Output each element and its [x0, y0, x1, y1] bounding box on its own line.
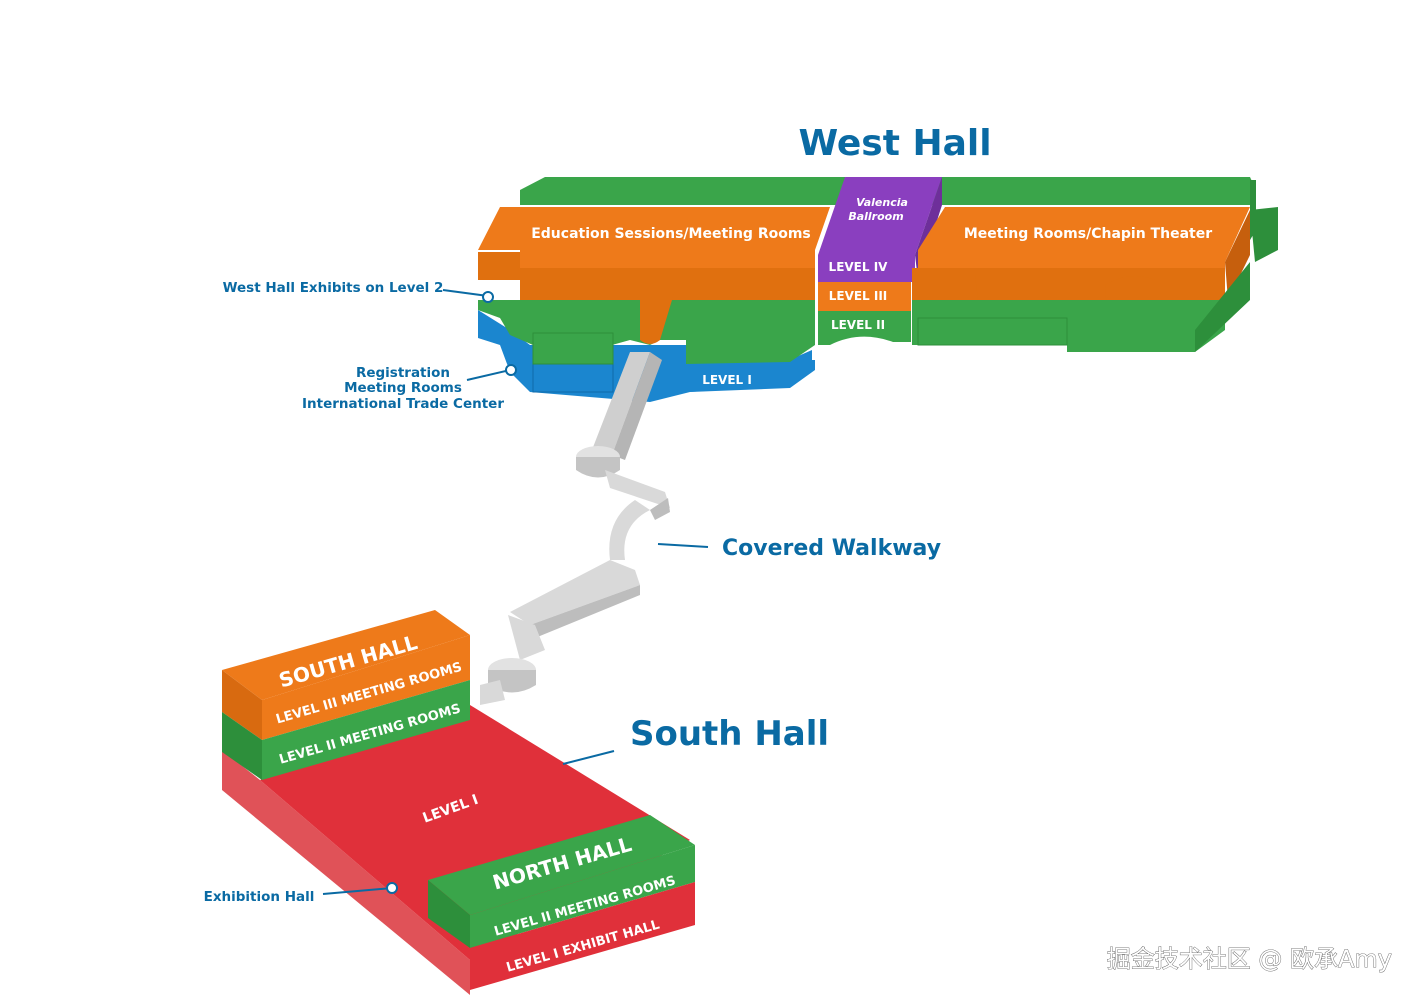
covered-walkway-label: Covered Walkway	[722, 536, 941, 561]
south-hall-leader	[562, 750, 615, 765]
south-hall-building	[222, 610, 695, 995]
covered-walkway	[480, 352, 670, 705]
level-iii-label: LEVEL III	[829, 289, 888, 303]
west-hall-exhibits-callout: West Hall Exhibits on Level 2	[223, 280, 444, 296]
meeting-rooms-chapin-label: Meeting Rooms/Chapin Theater	[964, 226, 1212, 242]
west-exhibits-leader	[442, 289, 489, 297]
trade-center-callout: International Trade Center	[302, 396, 504, 412]
level-iv-label: LEVEL IV	[829, 260, 889, 274]
meeting-rooms-callout: Meeting Rooms	[344, 380, 462, 396]
walkway-leader	[657, 543, 709, 548]
exhibition-hall-dot	[386, 882, 398, 894]
education-sessions-label: Education Sessions/Meeting Rooms	[531, 226, 811, 242]
south-hall-title: South Hall	[630, 714, 829, 754]
valencia-label-line2: Ballroom	[848, 210, 903, 223]
west-exhibits-dot	[482, 291, 494, 303]
registration-callout: Registration	[356, 365, 450, 381]
exhibition-hall-callout: Exhibition Hall	[204, 889, 315, 905]
registration-leader	[466, 369, 511, 381]
level-i-label: LEVEL I	[702, 373, 752, 387]
west-hall-title: West Hall	[798, 123, 991, 164]
exhibition-hall-leader	[322, 887, 393, 895]
watermark-text: 掘金技术社区 @ 欧承Amy	[1107, 945, 1392, 973]
valencia-label-line1: Valencia	[856, 196, 908, 209]
level-ii-label: LEVEL II	[831, 318, 885, 332]
registration-dot	[505, 364, 517, 376]
